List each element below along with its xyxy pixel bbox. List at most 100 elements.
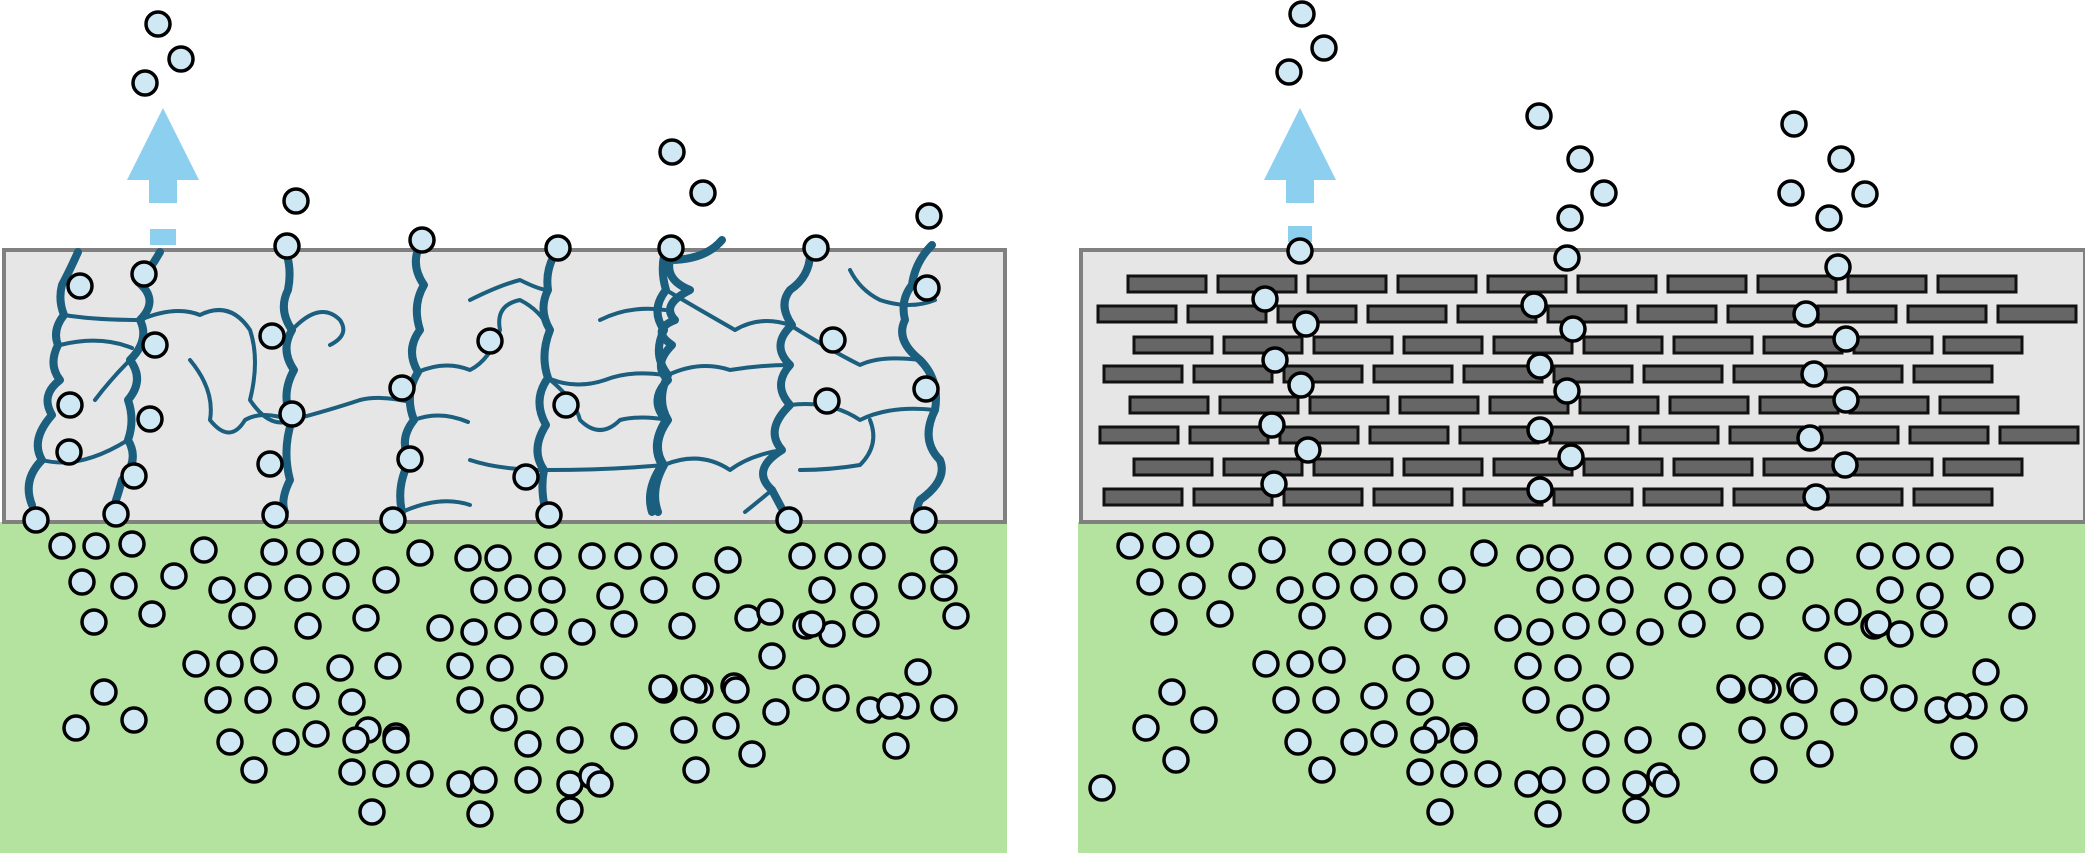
gas-molecule-icon: [1526, 476, 1554, 504]
platelet: [1552, 487, 1634, 507]
platelet: [1822, 364, 1904, 384]
gas-molecule-icon: [689, 179, 717, 207]
platelet: [1126, 274, 1208, 294]
gas-molecule-icon: [494, 612, 522, 640]
gas-molecule-icon: [1559, 315, 1587, 343]
gas-molecule-icon: [1398, 538, 1426, 566]
crack-branch: [40, 438, 130, 465]
gas-molecule-icon: [798, 610, 826, 638]
gas-molecule-icon: [552, 391, 580, 419]
gas-molecule-icon: [1716, 674, 1744, 702]
platelet: [1102, 487, 1184, 507]
crack-branch: [416, 298, 552, 374]
gas-molecule-icon: [1534, 800, 1562, 828]
gas-molecule-icon: [1275, 58, 1303, 86]
crack-branch: [290, 395, 412, 422]
gas-molecule-icon: [322, 572, 350, 600]
gas-molecule-icon: [680, 674, 708, 702]
gas-molecule-icon: [734, 604, 762, 632]
gas-molecule-icon: [775, 506, 803, 534]
platelet: [1912, 364, 1994, 384]
crack-branch: [188, 358, 292, 435]
gas-molecule-icon: [514, 730, 542, 758]
left-panel: [0, 10, 1007, 853]
gas-molecule-icon: [372, 566, 400, 594]
gas-molecule-icon: [1390, 572, 1418, 600]
gas-molecule-icon: [1516, 544, 1544, 572]
crack-path: [759, 244, 815, 524]
up-arrow-icon: [1264, 108, 1336, 242]
platelet: [1102, 364, 1184, 384]
gas-molecule-icon: [898, 572, 926, 600]
gas-molecule-icon: [650, 542, 678, 570]
gas-molecule-icon: [850, 582, 878, 610]
gas-molecule-icon: [556, 796, 584, 824]
platelet: [1846, 274, 1928, 294]
gas-molecule-icon: [388, 374, 416, 402]
platelet: [1942, 335, 2024, 355]
gas-molecule-icon: [1406, 688, 1434, 716]
platelet: [1368, 425, 1450, 445]
platelet: [1396, 274, 1478, 294]
gas-molecule-icon: [1834, 598, 1862, 626]
gas-molecule-icon: [1856, 542, 1884, 570]
gas-molecule-icon: [1546, 544, 1574, 572]
gas-molecule-icon: [138, 600, 166, 628]
gas-molecule-icon: [1287, 371, 1315, 399]
gas-molecule-icon: [858, 542, 886, 570]
platelet: [1188, 425, 1270, 445]
gas-molecule-icon: [648, 674, 676, 702]
gas-molecule-icon: [2000, 694, 2028, 722]
gas-molecule-icon: [1996, 546, 2024, 574]
gas-molecule-icon: [1800, 360, 1828, 388]
gas-molecule-icon: [120, 462, 148, 490]
platelet: [1402, 335, 1484, 355]
gas-molecule-icon: [1272, 686, 1300, 714]
gas-molecule-icon: [141, 331, 169, 359]
platelet: [1366, 304, 1448, 324]
gas-molecule-icon: [1636, 618, 1664, 646]
gas-molecule-icon: [1286, 237, 1314, 265]
platelet: [1852, 335, 1934, 355]
gas-molecule-icon: [1557, 443, 1585, 471]
gas-molecule-icon: [374, 652, 402, 680]
platelet: [1936, 274, 2018, 294]
gas-molecule-icon: [250, 646, 278, 674]
gas-molecule-icon: [610, 722, 638, 750]
platelet: [1096, 304, 1178, 324]
crack-branch: [58, 338, 134, 350]
gas-molecule-icon: [586, 770, 614, 798]
platelet: [1488, 395, 1570, 415]
gas-molecule-icon: [1680, 542, 1708, 570]
platelet: [1672, 457, 1754, 477]
gas-molecule-icon: [1438, 566, 1466, 594]
crack-branch: [290, 310, 346, 347]
platelet: [1852, 457, 1934, 477]
gas-molecule-icon: [1606, 576, 1634, 604]
gas-molecule-icon: [470, 576, 498, 604]
gas-molecule-icon: [2008, 602, 2036, 630]
platelet: [1546, 304, 1628, 324]
gas-molecule-icon: [1622, 770, 1650, 798]
platelet: [1548, 425, 1630, 445]
gas-molecule-icon: [1258, 536, 1286, 564]
gas-molecule-icon: [1276, 576, 1304, 604]
platelet: [1398, 395, 1480, 415]
platelet: [1996, 304, 2078, 324]
left-molecules: [22, 10, 970, 828]
gas-molecule-icon: [466, 800, 494, 828]
gas-molecule-icon: [258, 322, 286, 350]
gas-molecule-icon: [1292, 310, 1320, 338]
gas-molecule-icon: [130, 260, 158, 288]
gas-molecule-icon: [1526, 416, 1554, 444]
platelet: [1908, 425, 1990, 445]
platelet: [1308, 395, 1390, 415]
platelet: [1758, 395, 1840, 415]
gas-molecule-icon: [1556, 204, 1584, 232]
gas-molecule-icon: [1340, 728, 1368, 756]
platelet: [1822, 487, 1904, 507]
gas-molecule-icon: [1604, 542, 1632, 570]
gas-molecule-icon: [1538, 766, 1566, 794]
platelet: [1642, 364, 1724, 384]
gas-molecule-icon: [1748, 674, 1776, 702]
